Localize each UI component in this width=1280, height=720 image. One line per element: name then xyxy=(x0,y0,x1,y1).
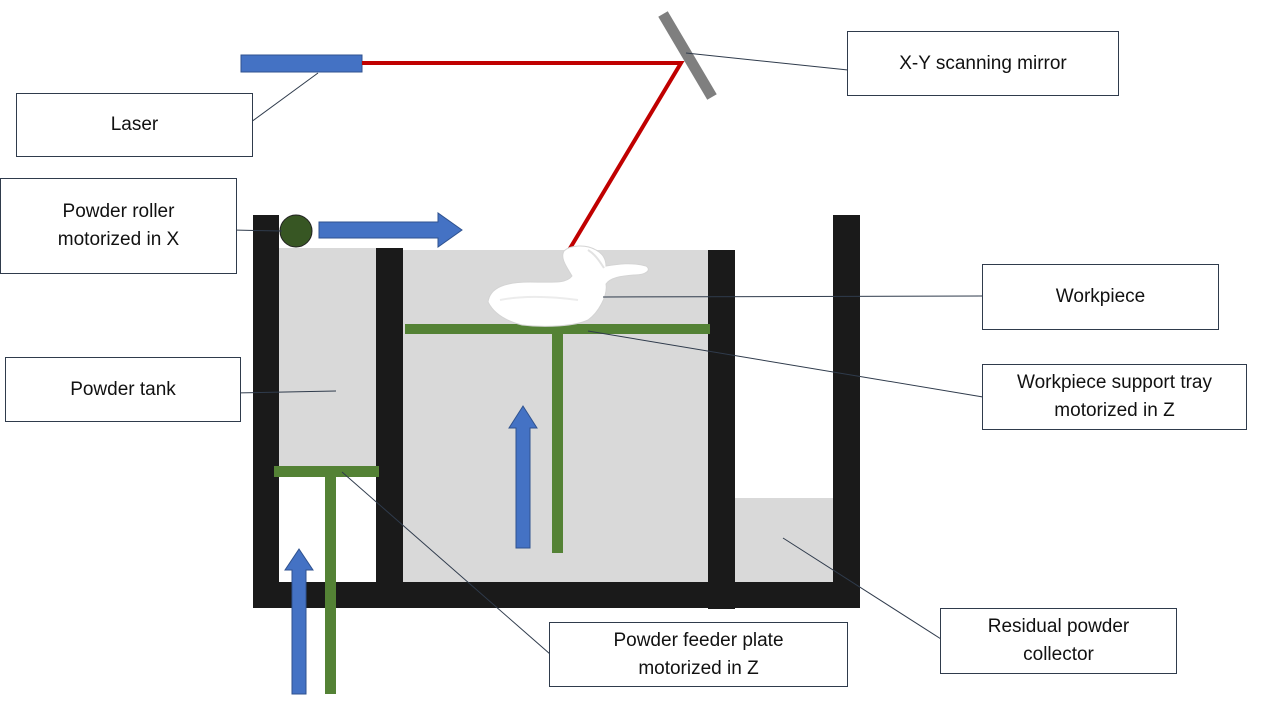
workpiece-label-text: Workpiece xyxy=(1055,286,1146,308)
feeder-plate-leader-line xyxy=(341,471,551,655)
powder-tank-powder xyxy=(279,248,376,466)
powder-tank-leader-line xyxy=(232,390,337,394)
workpiece-duck xyxy=(487,245,649,327)
mirror-leader-line xyxy=(685,52,849,71)
laser-label-text: Laser xyxy=(110,114,159,136)
powder-tank-label-text: Powder tank xyxy=(70,378,176,400)
residual-leader-line xyxy=(782,537,942,640)
leader-lines xyxy=(231,52,984,655)
support-tray-label: Workpiece support tray motorized in Z xyxy=(982,364,1247,430)
feeder-direction-arrow xyxy=(284,548,314,695)
residual-label-text: Residual powder collector xyxy=(987,616,1130,665)
workpiece-leader-line xyxy=(602,295,984,298)
laser-label: Laser xyxy=(16,93,253,157)
tray-direction-arrow xyxy=(508,405,538,549)
support-tray-leader-line xyxy=(587,330,984,398)
residual-label: Residual powder collector xyxy=(940,608,1177,674)
roller-label-text: Powder roller motorized in X xyxy=(57,201,180,250)
scanning-mirror xyxy=(658,11,717,100)
laser-emitter xyxy=(240,54,363,73)
residual-powder xyxy=(735,498,833,582)
mirror-label: X-Y scanning mirror xyxy=(847,31,1119,96)
feeder-plate-label-text: Powder feeder plate motorized in Z xyxy=(613,629,784,679)
feeder-plate-label: Powder feeder plate motorized in Z xyxy=(549,622,848,687)
roller-label: Powder roller motorized in X xyxy=(0,178,237,274)
roller-leader-line xyxy=(231,229,283,232)
feeder-plate xyxy=(274,466,379,694)
powder-tank-label: Powder tank xyxy=(5,357,241,422)
machine-walls xyxy=(253,215,860,609)
support-tray-label-text: Workpiece support tray motorized in Z xyxy=(1016,372,1212,421)
laser-beam xyxy=(362,61,685,252)
workpiece-label: Workpiece xyxy=(982,264,1219,330)
laser-leader-line xyxy=(246,72,319,126)
support-tray xyxy=(405,324,710,553)
roller-direction-arrow xyxy=(318,212,463,248)
powder-roller xyxy=(279,214,313,248)
mirror-label-text: X-Y scanning mirror xyxy=(899,52,1067,74)
